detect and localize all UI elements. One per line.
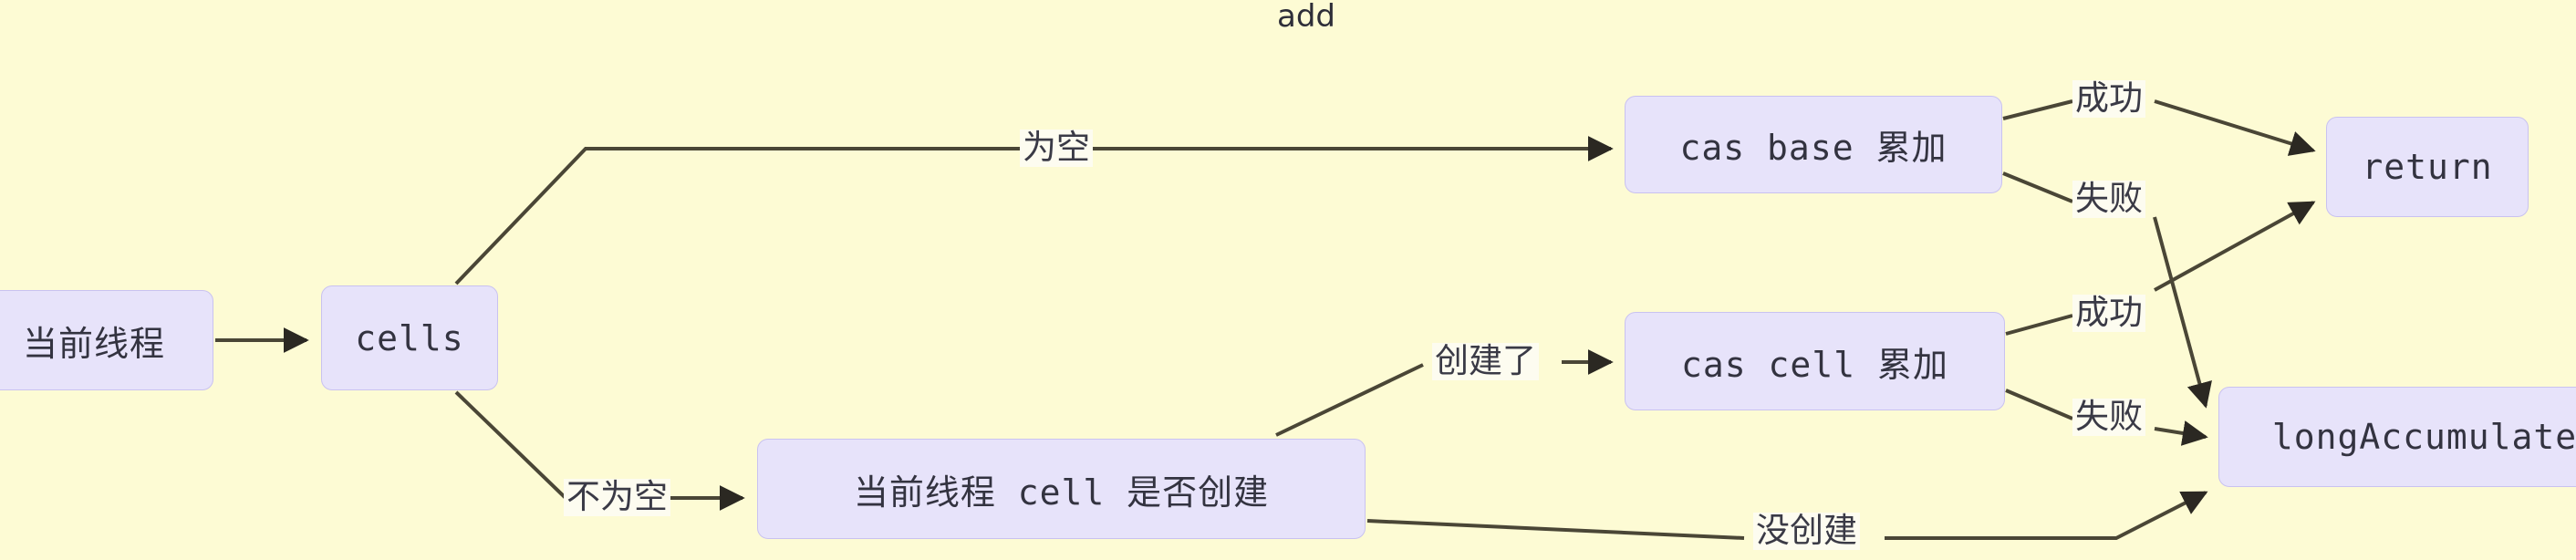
node-cas-cell[interactable]: cas cell 累加 [1625, 312, 2005, 410]
node-return[interactable]: return [2326, 117, 2529, 217]
node-label: cas base 累加 [1679, 128, 1948, 168]
edge-label-cheng-gong-cas-cell: 成功 [2072, 295, 2145, 332]
edge-label-chuang-jian-le: 创建了 [1432, 343, 1539, 380]
node-cells[interactable]: cells [321, 285, 498, 390]
node-current-thread[interactable]: 当前线程 [0, 290, 213, 390]
diagram-title: add [1277, 0, 1335, 35]
edge-label-bu-wei-kong: 不为空 [564, 479, 670, 516]
node-label: 当前线程 [22, 323, 165, 364]
node-label: 当前线程 cell 是否创建 [853, 472, 1270, 513]
edge-label-shi-bai-cas-cell: 失败 [2072, 399, 2145, 436]
node-label: longAccumulate [2271, 417, 2576, 457]
edge-label-cheng-gong-cas-base: 成功 [2072, 80, 2145, 118]
node-label: return [2362, 147, 2493, 187]
edge-label-mei-chuang-jian: 没创建 [1753, 513, 1860, 550]
node-thread-cell-created[interactable]: 当前线程 cell 是否创建 [757, 439, 1366, 539]
node-label: cas cell 累加 [1681, 344, 1948, 385]
edge-cas-cell-to-return [2005, 202, 2313, 336]
node-cas-base[interactable]: cas base 累加 [1625, 96, 2002, 193]
node-label: cells [355, 317, 464, 358]
edge-label-shi-bai-cas-base: 失败 [2072, 181, 2145, 218]
node-long-accumulate[interactable]: longAccumulate [2218, 387, 2576, 487]
edge-cas-base-to-return [2002, 99, 2313, 150]
edge-cells-to-cas-base [454, 136, 1614, 285]
edge-label-wei-kong: 为空 [1020, 130, 1093, 167]
